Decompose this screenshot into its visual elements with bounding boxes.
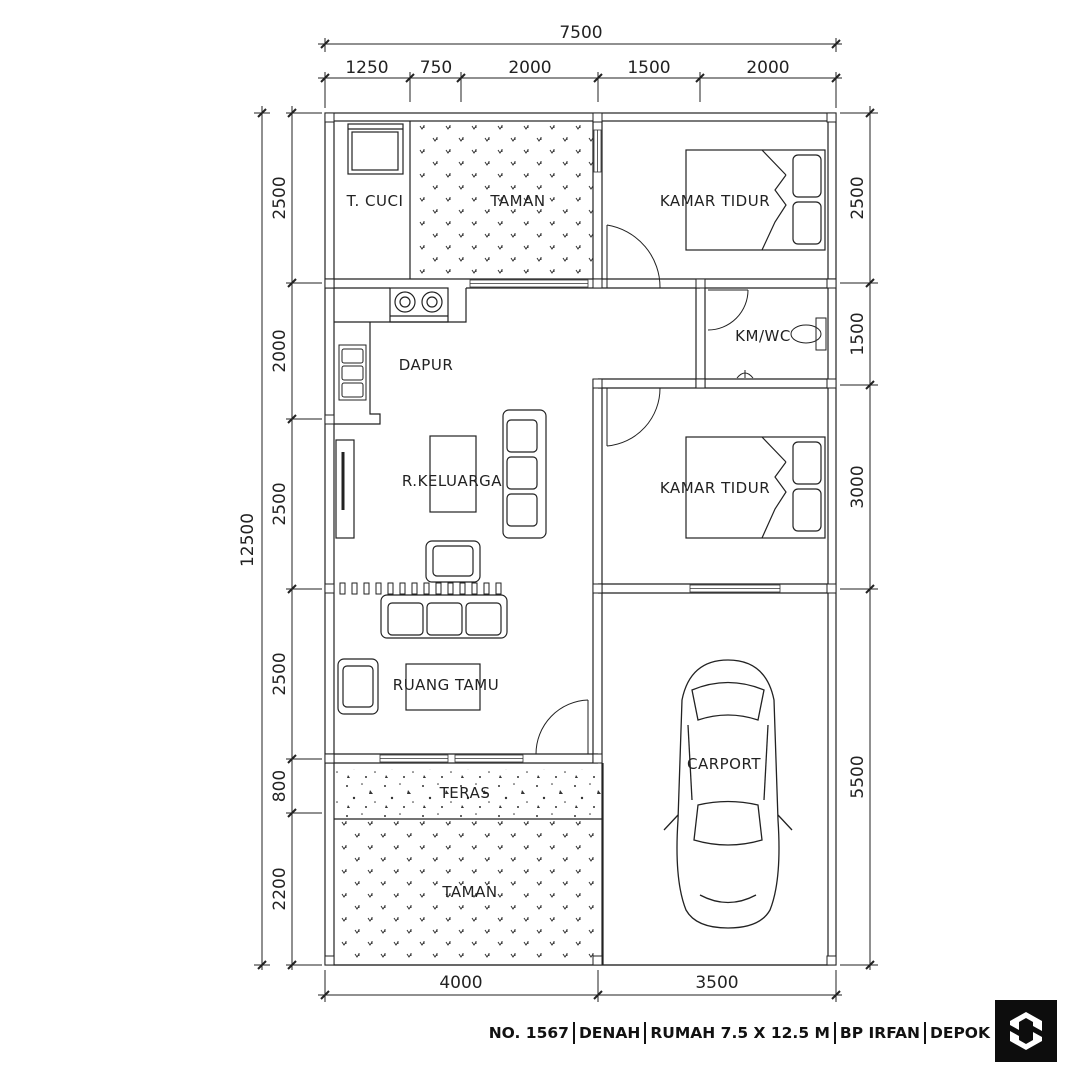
car	[663, 659, 793, 929]
kitchen-sink	[338, 344, 367, 401]
columns	[324, 112, 837, 966]
coffee-table	[405, 663, 481, 711]
armchair-1	[425, 540, 481, 583]
armchair-2	[337, 658, 379, 715]
caption-separator	[644, 1022, 647, 1044]
room-label-dapur: DAPUR	[399, 356, 454, 374]
room-label-r-keluarga: R.KELUARGA	[402, 472, 502, 490]
garden-bottom-hatch	[336, 821, 603, 963]
caption-type: DENAH	[578, 1024, 641, 1042]
caption-separator	[833, 1022, 836, 1044]
room-labels: T. CUCI TAMAN KAMAR TIDUR DAPUR KM/WC R.…	[346, 192, 791, 901]
dim-top-1: 1250	[345, 58, 388, 78]
caption-size: RUMAH 7.5 X 12.5 M	[650, 1024, 830, 1042]
washbasin	[736, 370, 754, 379]
room-label-kamar-tidur-2: KAMAR TIDUR	[660, 479, 770, 497]
dim-top-2: 750	[420, 58, 452, 78]
refrigerator	[335, 439, 355, 539]
toilet	[790, 317, 827, 351]
living-sofa	[380, 594, 508, 639]
dim-bottom-1: 4000	[439, 973, 482, 993]
dim-left-6: 2200	[270, 867, 290, 910]
room-label-kamar-tidur-1: KAMAR TIDUR	[660, 192, 770, 210]
doors	[535, 224, 749, 755]
dim-right-1: 2500	[848, 176, 868, 219]
dimension-labels: 7500 1250 750 2000 1500 2000 12500 2500 …	[238, 23, 868, 993]
caption-separator	[572, 1022, 575, 1044]
caption-number: NO. 1567	[488, 1024, 569, 1042]
dim-top-total: 7500	[559, 23, 602, 43]
walls	[324, 112, 837, 966]
room-label-taman-top: TAMAN	[489, 192, 545, 210]
caption-separator	[923, 1022, 926, 1044]
dimension-ticks	[257, 39, 875, 1000]
brand-logo-icon	[995, 1000, 1057, 1062]
room-label-teras: TERAS	[439, 784, 491, 802]
bed-2	[685, 436, 826, 539]
garden-top-hatch	[415, 121, 593, 279]
dim-left-4: 2500	[270, 652, 290, 695]
room-label-taman-bottom: TAMAN	[441, 883, 497, 901]
bed-1	[685, 149, 826, 251]
kitchen-counter	[334, 288, 467, 425]
caption-client: BP IRFAN	[839, 1024, 920, 1042]
room-label-ruang-tamu: RUANG TAMU	[393, 676, 499, 694]
dim-left-2: 2000	[270, 329, 290, 372]
windows	[379, 129, 781, 763]
washing-machine	[347, 123, 404, 175]
room-label-t-cuci: T. CUCI	[346, 192, 404, 210]
stove	[389, 287, 449, 323]
teras-hatch	[336, 769, 603, 819]
dim-top-4: 1500	[627, 58, 670, 78]
dim-bottom-2: 3500	[695, 973, 738, 993]
dim-top-5: 2000	[746, 58, 789, 78]
dim-left-5: 800	[270, 770, 290, 802]
plan-caption: NO. 1567 DENAH RUMAH 7.5 X 12.5 M BP IRF…	[440, 1018, 990, 1048]
dim-right-3: 3000	[848, 465, 868, 508]
dim-right-2: 1500	[848, 312, 868, 355]
brand-logo-mark	[1010, 1012, 1042, 1050]
room-label-carport: CARPORT	[687, 755, 761, 773]
dim-left-1: 2500	[270, 176, 290, 219]
dining-table	[429, 435, 477, 513]
dim-left-total: 12500	[238, 513, 258, 567]
partition-screen	[339, 582, 502, 595]
dim-right-4: 5500	[848, 755, 868, 798]
room-label-km-wc: KM/WC	[735, 327, 791, 345]
dim-left-3: 2500	[270, 482, 290, 525]
dim-top-3: 2000	[508, 58, 551, 78]
caption-location: DEPOK	[929, 1024, 990, 1042]
family-sofa	[502, 409, 547, 539]
